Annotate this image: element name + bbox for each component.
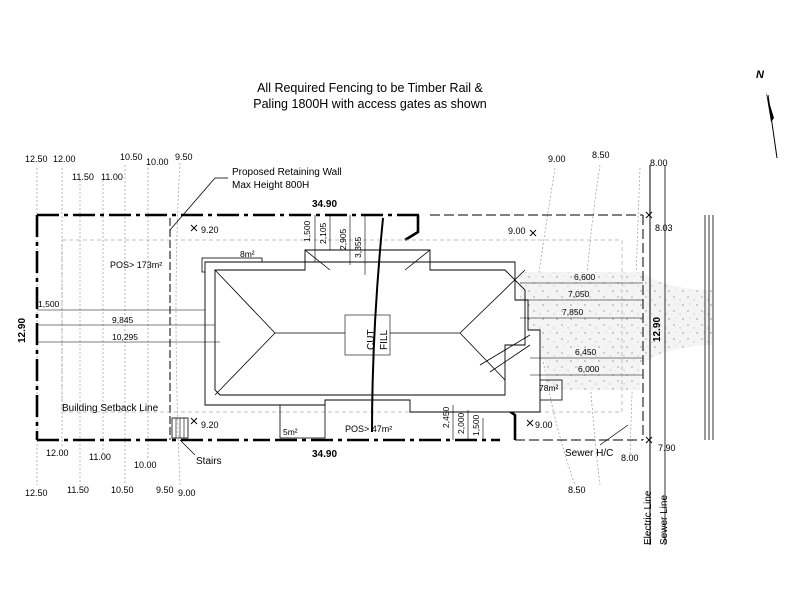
spot-marker-corner-top	[645, 211, 653, 219]
spot-marker-tl	[190, 224, 198, 232]
spot-marker-bl	[190, 417, 198, 425]
dim-7850: 7,850	[562, 307, 584, 317]
spot-level-tr: 9.00	[508, 226, 526, 236]
dim-1500-bottom: 1,500	[471, 414, 481, 436]
contour-top-950: 9.50	[175, 152, 193, 162]
contour-top-1000: 10.00	[146, 157, 169, 167]
gate-bottom	[504, 406, 517, 440]
dim-6450: 6,450	[575, 347, 597, 357]
contour-top-1050: 10.50	[120, 152, 143, 162]
cut-fill-line	[371, 217, 384, 433]
cut-label: CUT	[366, 329, 377, 350]
contour-top-1250: 12.50	[25, 154, 48, 164]
hip-porch-l	[304, 249, 331, 271]
hip-porch-r	[404, 249, 431, 271]
hip-ne	[459, 269, 526, 334]
contour-top-850: 8.50	[592, 150, 610, 160]
retaining-wall-leader	[169, 177, 216, 231]
north-arrow: N	[756, 69, 778, 159]
dim-9845: 9,845	[112, 315, 134, 325]
spot-marker-tr	[529, 229, 537, 237]
spot-level-tl: 9.20	[201, 225, 219, 235]
dim-3355: 3,355	[353, 236, 363, 258]
north-arrow-head	[766, 92, 774, 122]
retaining-wall-label-2: Max Height 800H	[232, 180, 309, 191]
retaining-wall-label-1: Proposed Retaining Wall	[232, 167, 342, 178]
cut-fill-box	[344, 314, 391, 356]
area-8-label: 8m²	[240, 249, 255, 259]
sewer-line-label: Sewer Line	[659, 495, 670, 545]
dim-2905: 2,905	[338, 228, 348, 250]
fencing-note-line-2: Paling 1800H with access gates as shown	[253, 97, 487, 111]
electric-line-label: Electric Line	[643, 490, 654, 545]
driveway-surface	[520, 272, 712, 390]
dim-6000: 6,000	[578, 364, 600, 374]
fencing-note-line-1: All Required Fencing to be Timber Rail &	[257, 81, 483, 95]
dim-2450: 2,450	[441, 406, 451, 428]
dimension-lines	[37, 215, 643, 440]
spot-level-bl: 9.20	[201, 420, 219, 430]
spot-level-corner-bottom: 7.90	[658, 443, 676, 453]
contour-bottom-1250: 12.50	[25, 488, 48, 498]
dim-1500-top: 1,500	[302, 220, 312, 242]
stairs-leader	[179, 439, 196, 456]
dim-2000: 2,000	[456, 412, 466, 434]
fill-label: FILL	[379, 330, 390, 350]
pos-top-label: POS> 173m²	[110, 260, 162, 270]
contour-top-1100: 11.00	[101, 172, 123, 182]
contour-bottom-1150: 11.50	[67, 485, 89, 495]
lot-boundary-east	[430, 214, 644, 441]
pos-bottom-label: POS> 47m²	[345, 424, 392, 434]
boundary-bottom-length: 34.90	[312, 449, 337, 460]
boundary-top-length: 34.90	[312, 199, 337, 210]
contour-bottom-900: 9.00	[178, 488, 196, 498]
contour-bottom-1200: 12.00	[46, 448, 69, 458]
spot-marker-br	[526, 419, 534, 427]
dim-10295: 10,295	[112, 332, 138, 342]
dim-6600: 6,600	[574, 272, 596, 282]
contour-bottom-850: 8.50	[568, 485, 586, 495]
spot-level-corner-top: 8.03	[655, 223, 673, 233]
contour-bottom-1050: 10.50	[111, 485, 134, 495]
contour-top-800: 8.00	[650, 158, 668, 168]
spot-marker-corner-bottom	[645, 436, 653, 444]
contour-bottom-800: 8.00	[621, 453, 639, 463]
contour-bottom-1000: 10.00	[134, 460, 157, 470]
stairs-label: Stairs	[196, 456, 222, 467]
sewer-hc-label: Sewer H/C	[565, 448, 613, 459]
contour-top-1150: 11.50	[72, 172, 94, 182]
contour-top-900: 9.00	[548, 154, 566, 164]
dim-2105: 2,105	[318, 222, 328, 244]
hip-garage-2	[489, 344, 531, 373]
spot-level-markers	[190, 211, 653, 444]
north-label: N	[756, 69, 765, 81]
spot-level-br: 9.00	[535, 420, 553, 430]
contour-top-1200: 12.00	[53, 154, 76, 164]
boundary-left-width: 12.90	[17, 318, 28, 343]
boundary-right-width: 12.90	[652, 317, 663, 342]
dim-7050: 7,050	[568, 289, 590, 299]
hip-nw	[214, 269, 276, 334]
sewer-hc-leader	[599, 424, 629, 446]
hip-garage	[479, 334, 531, 366]
dim-1500-left: 1,500	[38, 299, 60, 309]
contour-bottom-1100: 11.00	[89, 452, 111, 462]
lot-boundary	[35, 213, 500, 442]
area-5-label: 5m²	[283, 427, 298, 437]
hip-sw	[214, 332, 276, 396]
building-setback-label: Building Setback Line	[62, 403, 159, 414]
setback-line	[61, 239, 623, 413]
contour-bottom-950: 9.50	[156, 485, 174, 495]
contour-950	[175, 162, 181, 486]
area-78-label: 78m²	[539, 383, 559, 393]
hip-se	[459, 332, 506, 381]
gate-top	[404, 215, 420, 242]
fencing-note: All Required Fencing to be Timber Rail &…	[200, 80, 540, 112]
